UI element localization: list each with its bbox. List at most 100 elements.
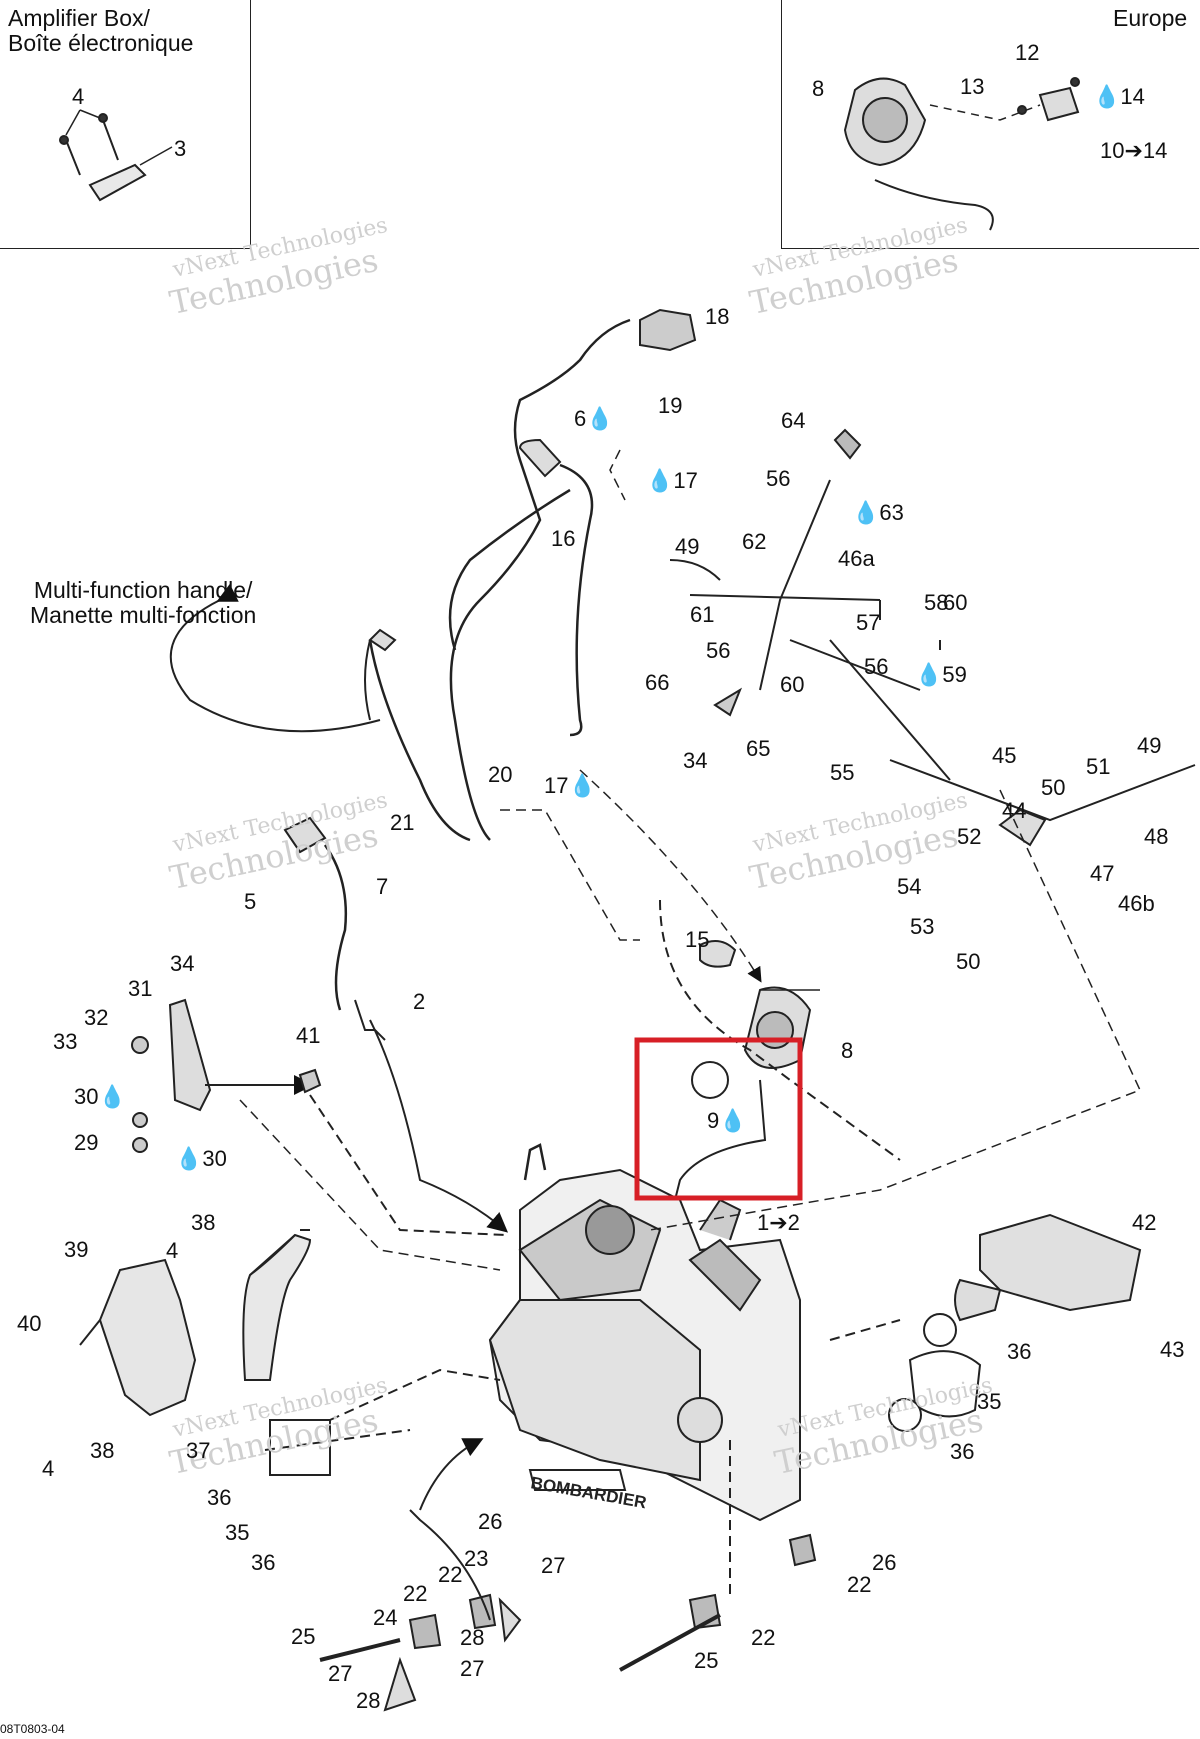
engine-bracket [131, 998, 506, 1236]
engine-mounts [319, 1438, 817, 1712]
part-number-callout: 47 [1090, 861, 1115, 886]
oil-drop-icon: 💧 [1093, 84, 1121, 109]
oil-drop-icon: 💧 [646, 468, 674, 493]
part-number-callout: 30💧 [74, 1086, 126, 1108]
part-number-callout: 51 [1086, 754, 1111, 779]
callout-number: 14 [1120, 84, 1145, 109]
oil-drop-icon: 💧 [175, 1146, 203, 1171]
part-number-callout: 28 [356, 1688, 381, 1713]
part-number-callout: 52 [957, 824, 982, 849]
part-number-callout: 38 [90, 1438, 115, 1463]
part-number-callout: 56 [766, 466, 791, 491]
oil-drop-icon: 💧 [915, 662, 943, 687]
part-number-callout: 5 [244, 889, 257, 914]
multifunction-arrow [169, 583, 381, 733]
part-number-callout: 61 [690, 602, 715, 627]
part-number-callout: 29 [74, 1130, 99, 1155]
part-number-callout: 46a [838, 546, 875, 571]
part-number-callout: 💧30 [175, 1148, 227, 1170]
part-number-callout: 62 [742, 529, 767, 554]
choke-linkage [669, 428, 1196, 847]
oil-drop-icon: 💧 [719, 1108, 747, 1133]
part-number-callout: 45 [992, 743, 1017, 768]
part-number-callout: 9💧 [707, 1110, 747, 1132]
part-number-callout: 22 [847, 1572, 872, 1597]
carburetor [659, 899, 901, 1221]
amplifier-box-inset [0, 0, 251, 249]
part-number-callout: 34 [170, 951, 195, 976]
part-number-callout: 43 [1160, 1337, 1185, 1362]
part-number-callout: 25 [291, 1624, 316, 1649]
part-number-callout: 35 [225, 1520, 250, 1545]
part-number-callout: 3 [174, 136, 187, 161]
part-number-callout: 4 [72, 84, 85, 109]
part-number-callout: 48 [1144, 824, 1169, 849]
engine-assembly: BOMBARDIER [488, 1143, 801, 1522]
part-number-callout: 4 [42, 1456, 55, 1481]
part-number-callout: 18 [705, 304, 730, 329]
part-number-callout: 36 [950, 1439, 975, 1464]
amplifier-box-title: Amplifier Box/ Boîte électronique [8, 5, 194, 56]
part-number-callout: 44 [1002, 798, 1027, 823]
assembly-guides [239, 449, 1142, 1271]
part-number-callout: 56 [864, 654, 889, 679]
oil-drop-icon: 💧 [568, 773, 596, 798]
air-intake [829, 1213, 1142, 1432]
part-number-callout: 50 [956, 949, 981, 974]
europe-carburetor [843, 77, 1080, 231]
part-number-callout: 50 [1041, 775, 1066, 800]
part-number-callout: 27 [541, 1553, 566, 1578]
oil-drop-icon: 💧 [852, 500, 880, 525]
part-number-callout: 27 [328, 1661, 353, 1686]
part-number-callout: 6💧 [574, 408, 614, 430]
part-number-callout: 16 [551, 526, 576, 551]
part-number-callout: 31 [128, 976, 153, 1001]
part-number-callout: 22 [751, 1625, 776, 1650]
throttle-cable [364, 308, 697, 842]
part-number-callout: 42 [1132, 1210, 1157, 1235]
part-number-callout: 12 [1015, 40, 1040, 65]
callout-number: 6 [574, 406, 587, 431]
part-number-callout: 41 [296, 1023, 321, 1048]
part-number-callout: 1➔2 [757, 1210, 800, 1235]
part-number-callout: 💧17 [646, 470, 698, 492]
part-number-callout: 23 [464, 1546, 489, 1571]
part-number-callout: 8 [812, 76, 825, 101]
part-number-callout: 💧59 [915, 664, 967, 686]
part-number-callout: 17💧 [544, 775, 596, 797]
part-number-callout: 20 [488, 762, 513, 787]
part-number-callout: 36 [251, 1550, 276, 1575]
part-number-callout: 2 [413, 989, 426, 1014]
part-number-callout: 46b [1118, 891, 1155, 916]
part-number-callout: 24 [373, 1605, 398, 1630]
part-number-callout: 54 [897, 874, 922, 899]
europe-title: Europe [1113, 5, 1188, 31]
oil-drop-icon: 💧 [98, 1084, 126, 1109]
multifunction-caption: Multi-function handle/ Manette multi-fon… [30, 577, 257, 628]
figure-id: 08T0803-04 [0, 1722, 65, 1736]
part-number-callout: 34 [683, 748, 708, 773]
part-number-callout: 8 [841, 1038, 854, 1063]
part-number-callout: 40 [17, 1311, 42, 1336]
part-number-callout: 64 [781, 408, 806, 433]
part-number-callout: 13 [960, 74, 985, 99]
part-number-callout: 60 [943, 590, 968, 615]
part-number-callout: 19 [658, 393, 683, 418]
callout-number: 17 [673, 468, 698, 493]
part-number-callout: 28 [460, 1625, 485, 1650]
part-number-callout: 49 [675, 534, 700, 559]
callout-number: 17 [544, 773, 569, 798]
highlight-box [634, 1037, 803, 1201]
part-number-callout: 25 [694, 1648, 719, 1673]
part-number-callout: 49 [1137, 733, 1162, 758]
part-number-callout: 33 [53, 1029, 78, 1054]
part-number-callout: 56 [706, 638, 731, 663]
part-number-callout: 57 [856, 610, 881, 635]
part-number-callout: 58 [924, 590, 949, 615]
part-number-callout: 15 [685, 927, 710, 952]
ignition-coil [283, 816, 509, 1233]
heat-shield [79, 1258, 197, 1417]
part-number-callout: 26 [872, 1550, 897, 1575]
